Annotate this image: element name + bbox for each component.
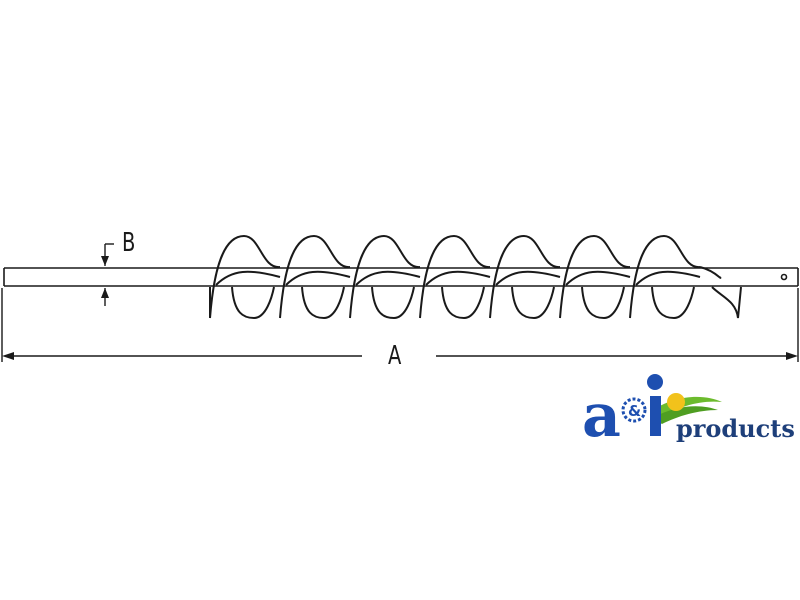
dimension-a (1, 288, 799, 362)
auger-flight-5 (489, 234, 561, 320)
auger-flight-2 (279, 234, 351, 320)
logo-mark: a & (582, 374, 722, 451)
svg-text:a: a (582, 381, 621, 444)
auger-shaft (3, 267, 799, 287)
auger-flighting (209, 234, 742, 320)
auger-flight-7 (629, 234, 701, 320)
dimension-b-label: B (122, 228, 136, 258)
auger-flight-4 (419, 234, 491, 320)
auger-flight-1 (209, 234, 281, 320)
svg-text:&: & (628, 402, 641, 420)
auger-flight-3 (349, 234, 421, 320)
auger-flight-end (699, 266, 742, 319)
logo-text: products (676, 414, 795, 443)
dimension-b (101, 243, 114, 306)
company-logo: a & products (580, 372, 795, 451)
auger-flight-6 (559, 234, 631, 320)
dimension-a-label: A (388, 341, 402, 371)
shaft-hole (780, 273, 788, 281)
